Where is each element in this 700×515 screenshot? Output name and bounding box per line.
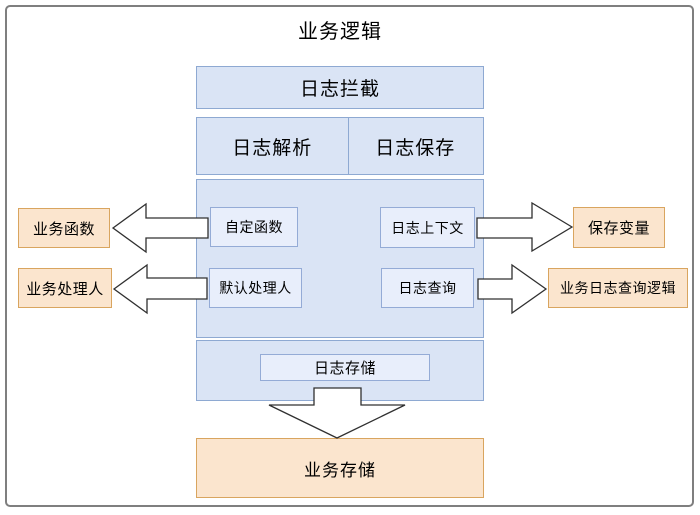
outer-frame — [5, 5, 694, 507]
node-custom-function: 自定函数 — [210, 207, 298, 247]
node-business-log-query-logic: 业务日志查询逻辑 — [548, 268, 688, 308]
node-log-storage: 日志存储 — [260, 354, 430, 381]
node-business-handler: 业务处理人 — [18, 268, 112, 308]
log-interceptor-columns: 日志解析 日志保存 — [196, 117, 484, 175]
column-divider — [348, 118, 349, 174]
node-log-context: 日志上下文 — [380, 207, 475, 248]
column-log-parsing: 日志解析 — [232, 137, 313, 159]
node-default-handler: 默认处理人 — [209, 268, 302, 308]
node-log-query: 日志查询 — [381, 268, 474, 308]
log-interceptor-body — [196, 179, 484, 338]
node-business-function: 业务函数 — [18, 208, 110, 248]
node-save-variable: 保存变量 — [573, 207, 665, 248]
node-business-storage: 业务存储 — [196, 438, 484, 498]
log-interceptor-header: 日志拦截 — [196, 66, 484, 109]
diagram-title: 业务逻辑 — [298, 21, 382, 43]
column-log-saving: 日志保存 — [375, 137, 456, 159]
